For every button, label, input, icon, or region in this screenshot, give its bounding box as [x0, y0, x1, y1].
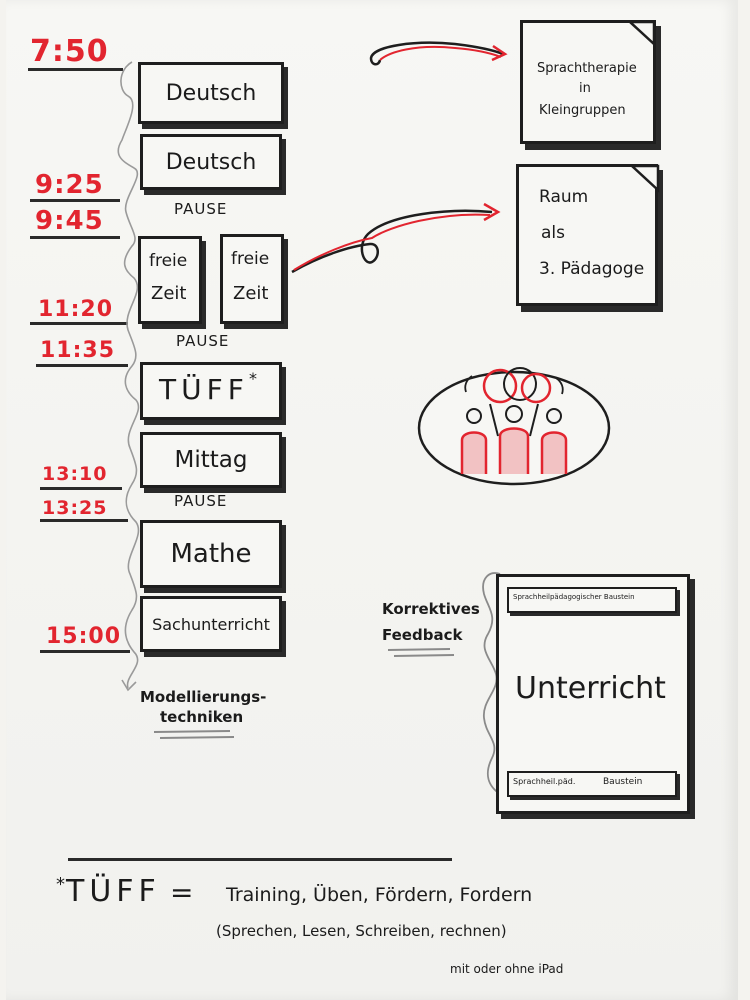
- note-line: Kleingruppen: [539, 103, 626, 118]
- feedback-line2: Feedback: [382, 626, 463, 644]
- time-1500: 15:00: [46, 624, 122, 649]
- slot-mittag: Mittag: [140, 432, 282, 488]
- time-1310: 13:10: [42, 463, 108, 485]
- time-0750: 7:50: [30, 34, 109, 69]
- underline: [30, 322, 128, 325]
- note-sprachtherapie: Sprachtherapie in Kleingruppen: [520, 20, 656, 144]
- underline: [40, 487, 122, 490]
- unterricht-top-bar: Sprachheilpädagogischer Baustein: [507, 587, 677, 613]
- underline: [40, 519, 128, 522]
- footnote-term: TÜFF: [66, 874, 161, 909]
- footnote-equals: =: [170, 876, 194, 909]
- note-line: als: [541, 223, 565, 243]
- underline: [40, 650, 130, 653]
- bar-label: Sprachheilpädagogischer Baustein: [513, 593, 635, 601]
- slot-label: Deutsch: [165, 149, 257, 175]
- footnote-definition: Training, Üben, Fördern, Fordern: [226, 884, 533, 906]
- time-0925: 9:25: [35, 170, 104, 200]
- slot-label: Sachunterricht: [152, 614, 270, 634]
- slot-label: freie: [149, 251, 188, 271]
- people-discussion-icon: [417, 367, 611, 486]
- arrow-to-raum: [291, 202, 501, 274]
- pause-label: PAUSE: [176, 332, 230, 350]
- underline: [36, 364, 128, 367]
- slot-deutsch-1: Deutsch: [138, 62, 284, 124]
- footnote-star: *: [249, 369, 257, 388]
- bar-label: Baustein: [603, 777, 643, 787]
- time-0945: 9:45: [35, 206, 104, 236]
- slot-label: TÜFF: [159, 373, 249, 406]
- dog-ear: [630, 164, 660, 193]
- underline: [28, 68, 123, 71]
- slot-label: Zeit: [233, 283, 269, 304]
- slot-deutsch-2: Deutsch: [140, 134, 282, 190]
- pause-label: PAUSE: [174, 492, 228, 510]
- unterricht-bottom-bar: Sprachheil.päd. Baustein: [507, 771, 677, 797]
- footnote-sub: (Sprechen, Lesen, Schreiben, rechnen): [216, 922, 507, 940]
- note-line: Raum: [539, 187, 589, 207]
- unterricht-block: Sprachheilpädagogischer Baustein Unterri…: [496, 574, 690, 814]
- note-raum: Raum als 3. Pädagoge: [516, 164, 658, 306]
- footnote-ipad: mit oder ohne iPad: [450, 962, 564, 976]
- modellierung-underline: [153, 730, 235, 739]
- time-1325: 13:25: [42, 497, 108, 519]
- dog-ear: [628, 20, 656, 47]
- slot-label: Mittag: [174, 447, 248, 473]
- note-line: in: [579, 81, 591, 96]
- modellierung-line1: Modellierungs-: [140, 688, 267, 706]
- note-line: 3. Pädagoge: [539, 259, 645, 279]
- arrow-to-sprachtherapie: [369, 41, 508, 66]
- note-line: Sprachtherapie: [537, 61, 637, 76]
- slot-label: freie: [231, 249, 270, 269]
- slot-label: Zeit: [151, 283, 187, 304]
- footnote-star: *: [56, 874, 65, 895]
- slot-sachunterricht: Sachunterricht: [140, 596, 282, 652]
- footnote-divider: [68, 858, 452, 861]
- feedback-line1: Korrektives: [382, 600, 480, 618]
- pause-label: PAUSE: [174, 200, 228, 218]
- feedback-underline: [387, 648, 455, 657]
- slot-freie-zeit-1: freie Zeit: [138, 236, 202, 324]
- underline: [30, 199, 120, 202]
- slot-mathe: Mathe: [140, 520, 282, 588]
- slot-label: Deutsch: [165, 80, 257, 106]
- time-1135: 11:35: [40, 338, 116, 363]
- slot-freie-zeit-2: freie Zeit: [220, 234, 284, 324]
- modellierung-line2: techniken: [160, 708, 244, 726]
- slot-label: Mathe: [170, 539, 252, 569]
- slot-tueff: TÜFF *: [140, 362, 282, 420]
- bar-label: Sprachheil.päd.: [513, 777, 576, 786]
- time-1120: 11:20: [38, 297, 114, 322]
- unterricht-title: Unterricht: [515, 671, 666, 706]
- underline: [30, 236, 120, 239]
